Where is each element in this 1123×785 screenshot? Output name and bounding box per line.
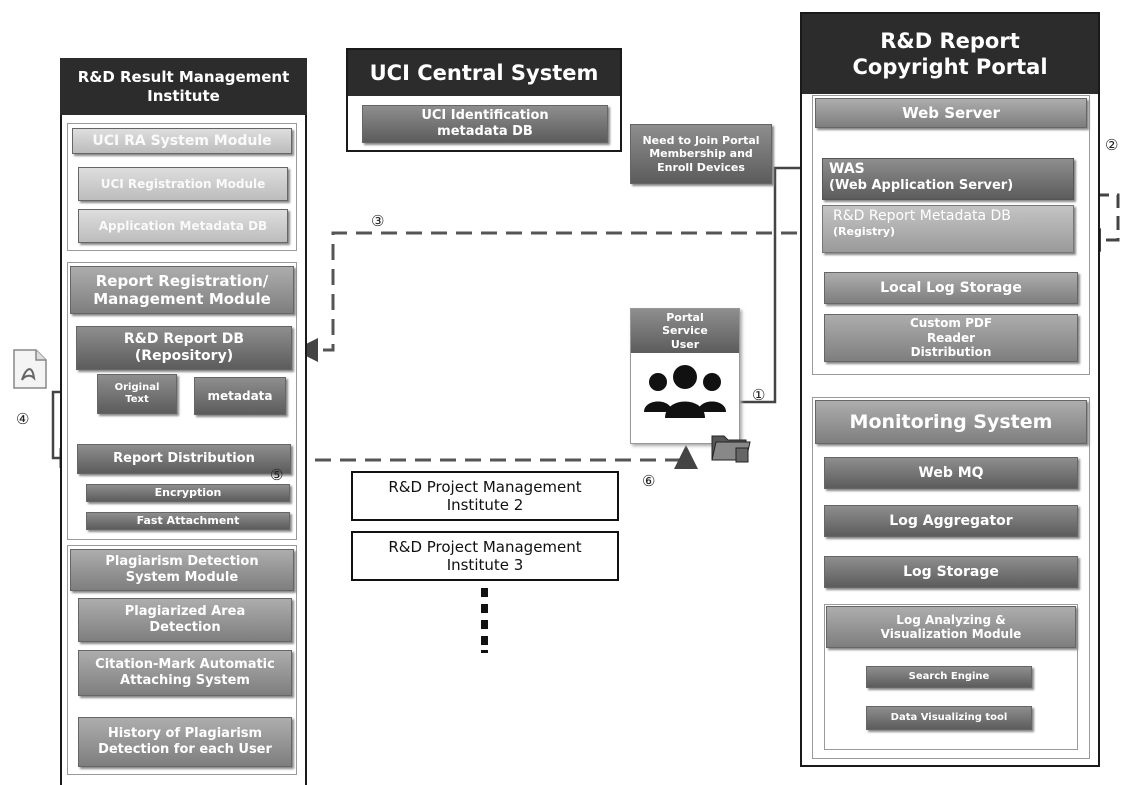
ellipsis-dot (481, 636, 488, 645)
flow-1-line (720, 158, 821, 412)
was-label: WAS (829, 161, 865, 177)
step-4-label: ④ (16, 410, 30, 428)
log-storage: Log Storage (824, 556, 1078, 588)
metadata-registry-box: R&D Report Metadata DB (Registry) (822, 205, 1074, 253)
report-db: R&D Report DB (Repository) (76, 326, 292, 370)
web-mq: Web MQ (824, 457, 1078, 489)
was-box: WAS (Web Application Server) (822, 158, 1074, 200)
analyzing-title: Log Analyzing & Visualization Module (826, 606, 1076, 648)
ellipsis-dot (481, 650, 488, 653)
institute-3: R&D Project Management Institute 3 (351, 531, 619, 581)
institute-2: R&D Project Management Institute 2 (351, 471, 619, 521)
uci-identification-db: UCI Identification metadata DB (362, 105, 608, 143)
report-distribution: Report Distribution (77, 444, 291, 474)
uci-ra-title: UCI RA System Module (72, 128, 292, 154)
users-icon (644, 365, 726, 418)
local-log-storage: Local Log Storage (824, 272, 1078, 304)
pdf-file-icon (13, 349, 47, 389)
flow-5-line (290, 445, 698, 469)
join-portal-note: Need to Join Portal Membership and Enrol… (630, 124, 772, 184)
ellipsis-dot (481, 620, 488, 629)
ellipsis-dot (481, 604, 488, 613)
metadata-box: metadata (194, 377, 286, 415)
log-aggregator: Log Aggregator (824, 505, 1078, 537)
step-1-label: ① (752, 386, 766, 404)
step-2-label: ② (1105, 136, 1119, 154)
result-management-title: R&D Result Management Institute (60, 58, 307, 115)
data-visualizing-tool: Data Visualizing tool (866, 706, 1032, 730)
registry-label: (Registry) (833, 224, 896, 238)
uci-central-title: UCI Central System (348, 50, 620, 96)
plagiarized-area-detection: Plagiarized Area Detection (78, 598, 292, 642)
uci-registration-module: UCI Registration Module (78, 167, 288, 201)
report-registration-title: Report Registration/ Management Module (70, 266, 294, 314)
pdf-reader-distribution: Custom PDF Reader Distribution (824, 314, 1078, 362)
copyright-portal-title: R&D Report Copyright Portal (802, 14, 1098, 94)
application-metadata-db: Application Metadata DB (78, 209, 288, 243)
step-5-label: ⑤ (270, 466, 284, 484)
encryption: Encryption (86, 484, 290, 502)
was-sublabel: (Web Application Server) (829, 177, 1014, 193)
step-6-label: ⑥ (642, 472, 656, 490)
web-server-title: Web Server (815, 98, 1087, 128)
metadata-db-label: R&D Report Metadata DB (833, 208, 1011, 224)
portal-user-title: Portal Service User (631, 309, 739, 353)
monitoring-title: Monitoring System (815, 400, 1087, 444)
step-3-label: ③ (371, 212, 385, 230)
flow-3-line (294, 231, 822, 362)
citation-mark-system: Citation-Mark Automatic Attaching System (78, 650, 292, 696)
ellipsis-dot (481, 588, 488, 597)
search-engine: Search Engine (866, 666, 1032, 688)
original-text: Original Text (97, 374, 177, 414)
folder-icon (711, 435, 751, 463)
fast-attachment: Fast Attachment (86, 512, 290, 530)
plagiarism-history: History of Plagiarism Detection for each… (78, 717, 292, 767)
plagiarism-title: Plagiarism Detection System Module (70, 549, 294, 591)
